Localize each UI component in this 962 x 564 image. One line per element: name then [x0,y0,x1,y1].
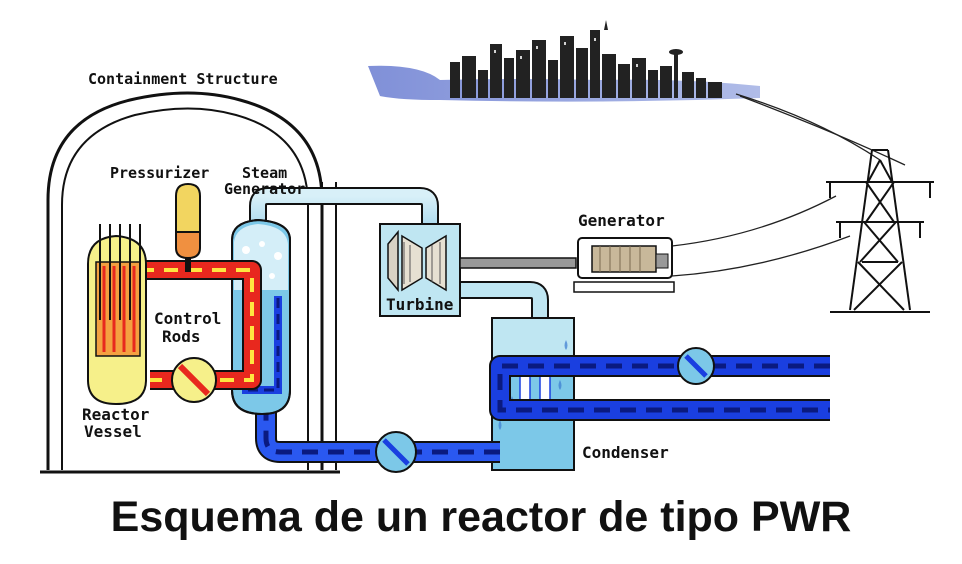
label-pressurizer: Pressurizer [110,164,209,182]
label-condenser: Condenser [582,443,669,462]
label-reactor-vessel-1: Reactor [82,405,149,424]
reactor-coolant-pump [171,357,217,403]
turbine [379,223,461,317]
label-generator: Generator [578,211,665,230]
diagram-labels: Containment Structure Pressurizer Steam … [82,70,669,462]
power-lines [671,93,906,277]
cooling-water-loop [489,347,830,421]
pump-impeller-icon [177,363,211,397]
pressurizer [175,182,201,272]
generator [459,237,675,293]
label-steam-generator-1: Steam [242,164,287,182]
city-skyline [368,20,760,102]
label-steam-generator-2: Generator [224,180,305,198]
reactor-vessel [87,224,216,406]
label-reactor-vessel-2: Vessel [84,422,142,441]
containment-structure [40,91,340,474]
label-control-rods-1: Control [154,309,221,328]
diagram-caption: Esquema de un reactor de tipo PWR [110,493,852,541]
condenser [491,317,575,471]
transmission-tower [826,149,934,313]
steam-pipe [249,187,549,320]
label-turbine: Turbine [386,295,453,314]
label-control-rods-2: Rods [162,327,201,346]
label-containment-structure: Containment Structure [88,70,278,88]
control-rods-icon [99,224,141,320]
feedwater-loop [255,410,500,473]
